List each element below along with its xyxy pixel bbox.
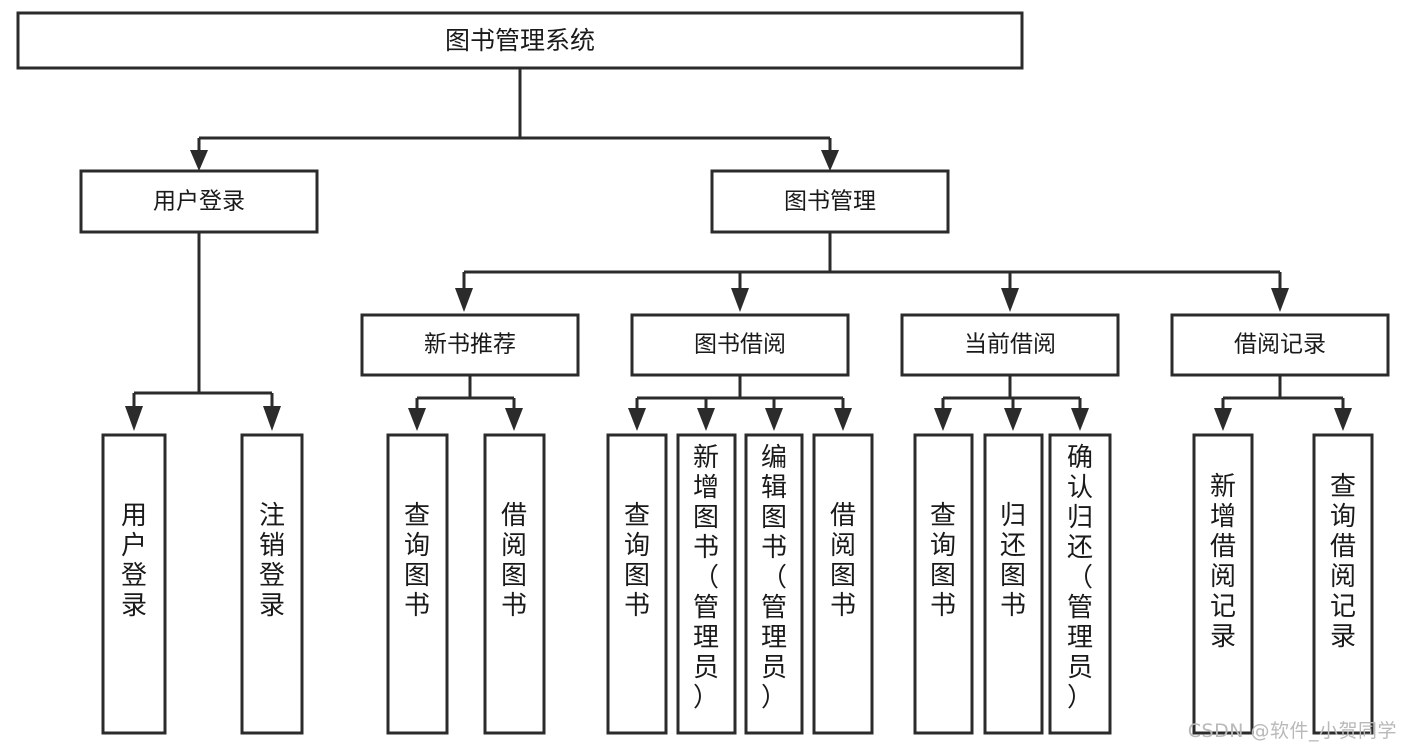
leaf-node-box xyxy=(240,433,304,735)
leaf-node-label: 用户登录 xyxy=(121,501,147,621)
node-borrow-record-label: 借阅记录 xyxy=(1234,332,1326,358)
node-user-login-box xyxy=(79,169,319,234)
arrow-head-bookborrow-leaf-3 xyxy=(765,408,783,431)
leaf-node-box xyxy=(676,433,737,735)
leaf-node-box xyxy=(1192,433,1254,735)
leaf-node-label: 新增借阅记录 xyxy=(1210,472,1236,652)
arrow-head-user-login xyxy=(190,150,208,171)
arrow-head-book-borrow xyxy=(731,288,749,312)
leaf-node[interactable]: 借阅图书 xyxy=(812,433,874,735)
arrow-head-borrowrecord-leaf-1 xyxy=(1214,408,1232,431)
node-root-system[interactable]: 图书管理系统 xyxy=(16,11,1024,70)
leaf-node[interactable]: 确认归还（管理员） xyxy=(1048,433,1112,735)
leaf-node-label: 查询借阅记录 xyxy=(1330,472,1356,652)
leaf-node-label: 查询图书 xyxy=(624,501,650,621)
node-book-management-label: 图书管理 xyxy=(784,189,876,215)
node-root-system-label: 图书管理系统 xyxy=(445,26,595,55)
leaf-node-label: 查询图书 xyxy=(404,501,430,621)
leaf-node-label: 借阅图书 xyxy=(501,501,527,621)
connector-layer xyxy=(125,68,1352,431)
leaf-node-box xyxy=(913,433,974,735)
node-current-borrow-label: 当前借阅 xyxy=(964,332,1056,358)
leaf-node-label: 确认归还（管理员） xyxy=(1067,443,1093,713)
leaf-node[interactable]: 编辑图书（管理员） xyxy=(744,433,804,735)
arrow-head-current-borrow xyxy=(1001,288,1019,312)
leaf-node-box xyxy=(983,433,1044,735)
node-current-borrow[interactable]: 当前借阅 xyxy=(900,313,1120,377)
arrow-head-new-book-rec xyxy=(455,288,473,312)
node-book-borrow-box xyxy=(630,313,850,377)
leaf-node-box xyxy=(101,433,167,735)
leaf-node-box xyxy=(606,433,668,735)
leaf-node[interactable]: 查询图书 xyxy=(913,433,974,735)
node-borrow-record-box xyxy=(1170,313,1390,377)
leaf-node-box xyxy=(812,433,874,735)
node-borrow-record[interactable]: 借阅记录 xyxy=(1170,313,1390,377)
arrow-head-currentborrow-leaf-2 xyxy=(1004,408,1022,431)
leaf-node-box xyxy=(744,433,804,735)
arrow-head-bookborrow-leaf-2 xyxy=(697,408,715,431)
arrow-head-borrowrecord-leaf-2 xyxy=(1334,408,1352,431)
node-book-borrow[interactable]: 图书借阅 xyxy=(630,313,850,377)
leaf-node-label: 编辑图书（管理员） xyxy=(761,443,787,713)
arrow-head-leaf-user-login xyxy=(125,406,143,431)
leaf-node[interactable]: 查询图书 xyxy=(386,433,449,735)
arrow-head-newbook-leaf-1 xyxy=(408,408,426,431)
node-user-login-label: 用户登录 xyxy=(153,189,245,215)
node-book-borrow-label: 图书借阅 xyxy=(694,332,786,358)
leaf-node[interactable]: 查询借阅记录 xyxy=(1312,433,1374,735)
arrow-head-book-mgmt xyxy=(821,150,839,171)
node-new-book-recommend-box xyxy=(360,313,580,377)
leaf-node-label: 注销登录 xyxy=(259,501,285,621)
leaf-node-label: 新增图书（管理员） xyxy=(693,443,719,713)
node-new-book-recommend-label: 新书推荐 xyxy=(424,332,516,358)
arrow-head-borrow-record xyxy=(1271,288,1289,312)
node-book-management-box xyxy=(710,169,950,234)
arrow-head-bookborrow-leaf-4 xyxy=(834,408,852,431)
leaf-node-box xyxy=(1048,433,1112,735)
arrow-head-bookborrow-leaf-1 xyxy=(628,408,646,431)
leaf-node-label: 查询图书 xyxy=(930,501,956,621)
leaf-node-box xyxy=(1312,433,1374,735)
node-user-login[interactable]: 用户登录 xyxy=(79,169,319,234)
leaf-node[interactable]: 新增图书（管理员） xyxy=(676,433,737,735)
leaf-node[interactable]: 用户登录 xyxy=(101,433,167,735)
node-book-management[interactable]: 图书管理 xyxy=(710,169,950,234)
leaf-node[interactable]: 新增借阅记录 xyxy=(1192,433,1254,735)
leaf-node-label: 借阅图书 xyxy=(830,501,856,621)
arrow-head-newbook-leaf-2 xyxy=(505,408,523,431)
leaf-node[interactable]: 查询图书 xyxy=(606,433,668,735)
leaf-node[interactable]: 归还图书 xyxy=(983,433,1044,735)
node-new-book-recommend[interactable]: 新书推荐 xyxy=(360,313,580,377)
leaf-node-label: 归还图书 xyxy=(1000,501,1026,621)
leaf-node[interactable]: 借阅图书 xyxy=(483,433,546,735)
node-current-borrow-box xyxy=(900,313,1120,377)
arrow-head-currentborrow-leaf-1 xyxy=(934,408,952,431)
leaf-node[interactable]: 注销登录 xyxy=(240,433,304,735)
leaf-node-box xyxy=(483,433,546,735)
arrow-head-currentborrow-leaf-3 xyxy=(1071,408,1089,431)
leaf-node-box xyxy=(386,433,449,735)
node-root-system-box xyxy=(16,11,1024,70)
arrow-head-leaf-logout xyxy=(263,406,281,431)
